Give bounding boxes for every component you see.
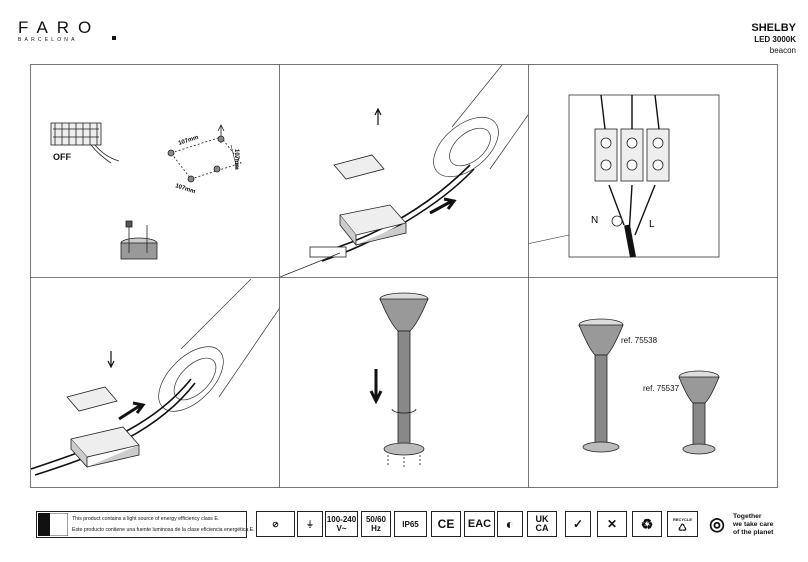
earth-icon: [611, 215, 623, 227]
terminal-l-label: L: [649, 219, 655, 230]
class1-earth-icon: ⏚: [297, 511, 323, 537]
beacon-small: [678, 370, 720, 455]
ref-small: ref. 75537: [643, 384, 680, 393]
brand-logo: FARO BARCELONA: [18, 18, 118, 43]
breaker-icon: [50, 122, 120, 164]
recycle-label: RECYCLE: [672, 516, 693, 522]
tube-outline: [433, 65, 528, 178]
panel-step-1: OFF 107mm 107mm 107mm: [50, 122, 242, 260]
brand-dot: [112, 36, 116, 40]
ce-mark-icon: CE: [431, 511, 461, 537]
tube-outline-2: [158, 279, 279, 412]
panel-step-6: [578, 318, 720, 455]
dim-h1: 107mm: [178, 135, 200, 147]
up-arrow-icon: [374, 107, 382, 125]
globe-hands-icon: ◎: [709, 513, 725, 534]
product-type: beacon: [769, 46, 796, 55]
freq-unit: Hz: [371, 524, 381, 533]
energy-text-es: Este producto contiene una fuente lumino…: [72, 527, 255, 533]
screw-lines: [387, 455, 421, 469]
safety-mark-icon: ✓: [565, 511, 591, 537]
recycle-icon: ♻: [632, 511, 662, 537]
beacon-large: [578, 318, 624, 453]
panel-step-5: [369, 292, 429, 469]
care-line-2: we take care: [733, 521, 774, 528]
dim-v: 107mm: [233, 149, 239, 170]
panel-step-2: [280, 65, 528, 277]
panel-step-4: [31, 279, 279, 476]
direction-arrow-icon: [429, 197, 457, 215]
care-line-1: Together: [733, 513, 762, 520]
brand-city: BARCELONA: [18, 37, 78, 43]
recycle-box-icon: RECYCLE♺: [667, 511, 698, 537]
freq-value: 50/60: [365, 515, 387, 524]
direction-arrow-icon-2: [118, 401, 146, 421]
detail-frame: [568, 94, 720, 258]
anchor-icon: [120, 220, 158, 260]
care-text: Together we take care of the planet: [733, 513, 773, 537]
junction-box: [333, 154, 407, 247]
ref-large: ref. 75538: [621, 336, 658, 345]
ukca-bottom: CA: [535, 523, 549, 533]
junction-box-2: [66, 386, 140, 469]
drill-pattern: [167, 124, 242, 183]
product-title-block: SHELBY LED 3000K beacon: [751, 23, 796, 56]
ip-rating: IP65: [394, 511, 427, 537]
wires-top: [600, 94, 660, 130]
energy-label: E This product contains a light source o…: [36, 511, 255, 538]
weee-bin-icon: ✕: [597, 511, 627, 537]
product-spec: LED 3000K: [754, 35, 796, 44]
ukca-top: UK: [535, 514, 549, 524]
connector-block: [280, 246, 347, 277]
energy-text-en: This product contains a light source of …: [72, 516, 220, 522]
eac-mark-icon: EAC: [464, 511, 495, 537]
energy-class-icon: E: [38, 513, 68, 536]
panel-step-3: N L: [529, 94, 720, 258]
voltage-value: 100-240: [326, 515, 357, 524]
energy-class-letter: E: [55, 520, 62, 532]
dimmable-icon: ⊘: [256, 511, 295, 537]
terminal-n-label: N: [591, 215, 598, 226]
brand-name: FARO: [18, 18, 101, 37]
no-halogen-icon: ◐: [497, 511, 523, 537]
rotate-icon: [391, 408, 417, 414]
care-line-3: of the planet: [733, 529, 774, 536]
down-arrow-icon: [107, 351, 115, 369]
dim-h2: 107mm: [174, 183, 196, 195]
beacon-fixture: [379, 292, 429, 456]
main-cable: [624, 224, 636, 258]
instruction-grid: [30, 64, 778, 488]
terminal-block: [594, 128, 670, 182]
voltage-unit: V~: [336, 524, 347, 533]
switch-label: OFF: [53, 152, 71, 162]
product-name: SHELBY: [751, 22, 796, 34]
down-arrow-icon-2: [369, 369, 383, 405]
